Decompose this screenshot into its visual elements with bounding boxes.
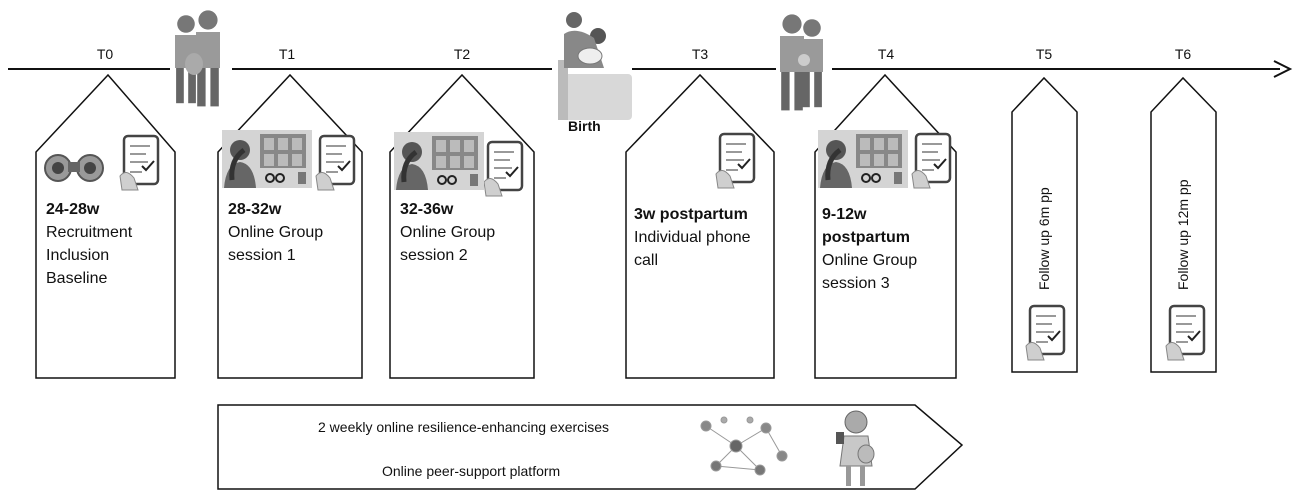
- tablet-checklist-icon: [118, 134, 160, 192]
- mother-newborn-icon: [558, 12, 632, 120]
- card-line: Recruitment: [46, 224, 133, 241]
- social-network-icon: [700, 416, 788, 476]
- tablet-checklist-icon: [910, 132, 952, 190]
- pregnant-woman-phone-icon: [836, 410, 875, 486]
- card-line: Online Group: [228, 224, 324, 241]
- card-shape-t2: [389, 73, 535, 379]
- card-shape-t3: [625, 73, 775, 379]
- tablet-checklist-icon: [1024, 304, 1066, 362]
- timepoint-label-t5: T5: [1035, 46, 1053, 62]
- intervention-exercises-label: 2 weekly online resilience-enhancing exe…: [318, 419, 610, 435]
- tablet-checklist-icon: [714, 132, 756, 190]
- card-line: Individual phone: [634, 229, 751, 246]
- followup-label-6m: Follow up 6m pp: [1036, 187, 1052, 290]
- card-line: session 2: [400, 247, 468, 264]
- intervention-arrow-shape: [217, 404, 964, 490]
- card-shape-t5: [1011, 76, 1078, 373]
- followup-label-12m: Follow up 12m pp: [1175, 179, 1191, 290]
- card-t4: 9-12w postpartum Online Group session 3: [822, 203, 917, 295]
- timepoint-label-t0: T0: [96, 46, 114, 62]
- card-title: 28-32w: [228, 201, 282, 218]
- card-line: session 3: [822, 275, 890, 292]
- card-title: 24-28w: [46, 201, 100, 218]
- card-shape-t1: [217, 73, 363, 379]
- card-t3: 3w postpartum Individual phone call: [634, 203, 751, 272]
- card-line: Inclusion: [46, 247, 110, 264]
- binoculars-icon: [44, 154, 104, 182]
- card-line: session 1: [228, 247, 296, 264]
- intervention-platform-label: Online peer-support platform: [382, 463, 561, 479]
- timepoint-label-t6: T6: [1174, 46, 1192, 62]
- card-line: call: [634, 252, 659, 269]
- timepoint-label-t3: T3: [691, 46, 709, 62]
- timeline-arrow: [8, 60, 1293, 78]
- card-title: postpartum: [822, 229, 910, 246]
- tablet-checklist-icon: [1164, 304, 1206, 362]
- card-t1: 28-32w Online Group session 1: [228, 198, 323, 267]
- video-call-icon: [818, 130, 908, 188]
- timepoint-label-t2: T2: [453, 46, 471, 62]
- video-call-icon: [394, 132, 484, 190]
- card-shape-t4: [814, 73, 957, 379]
- video-call-icon: [222, 130, 312, 188]
- card-line: Baseline: [46, 270, 108, 287]
- card-t0: 24-28w Recruitment Inclusion Baseline: [46, 198, 132, 290]
- family-baby-icon: [780, 14, 823, 111]
- card-line: Online Group: [822, 252, 918, 269]
- card-shape-t6: [1150, 76, 1217, 373]
- card-title: 3w postpartum: [634, 206, 748, 223]
- tablet-checklist-icon: [482, 140, 524, 198]
- timepoint-label-t1: T1: [278, 46, 296, 62]
- birth-label: Birth: [568, 118, 601, 134]
- tablet-checklist-icon: [314, 134, 356, 192]
- couple-pregnant-icon: [175, 10, 220, 107]
- card-title: 32-36w: [400, 201, 454, 218]
- card-t2: 32-36w Online Group session 2: [400, 198, 495, 267]
- card-line: Online Group: [400, 224, 496, 241]
- timepoint-label-t4: T4: [877, 46, 895, 62]
- card-shape-t0: [35, 73, 176, 379]
- card-title: 9-12w: [822, 206, 867, 223]
